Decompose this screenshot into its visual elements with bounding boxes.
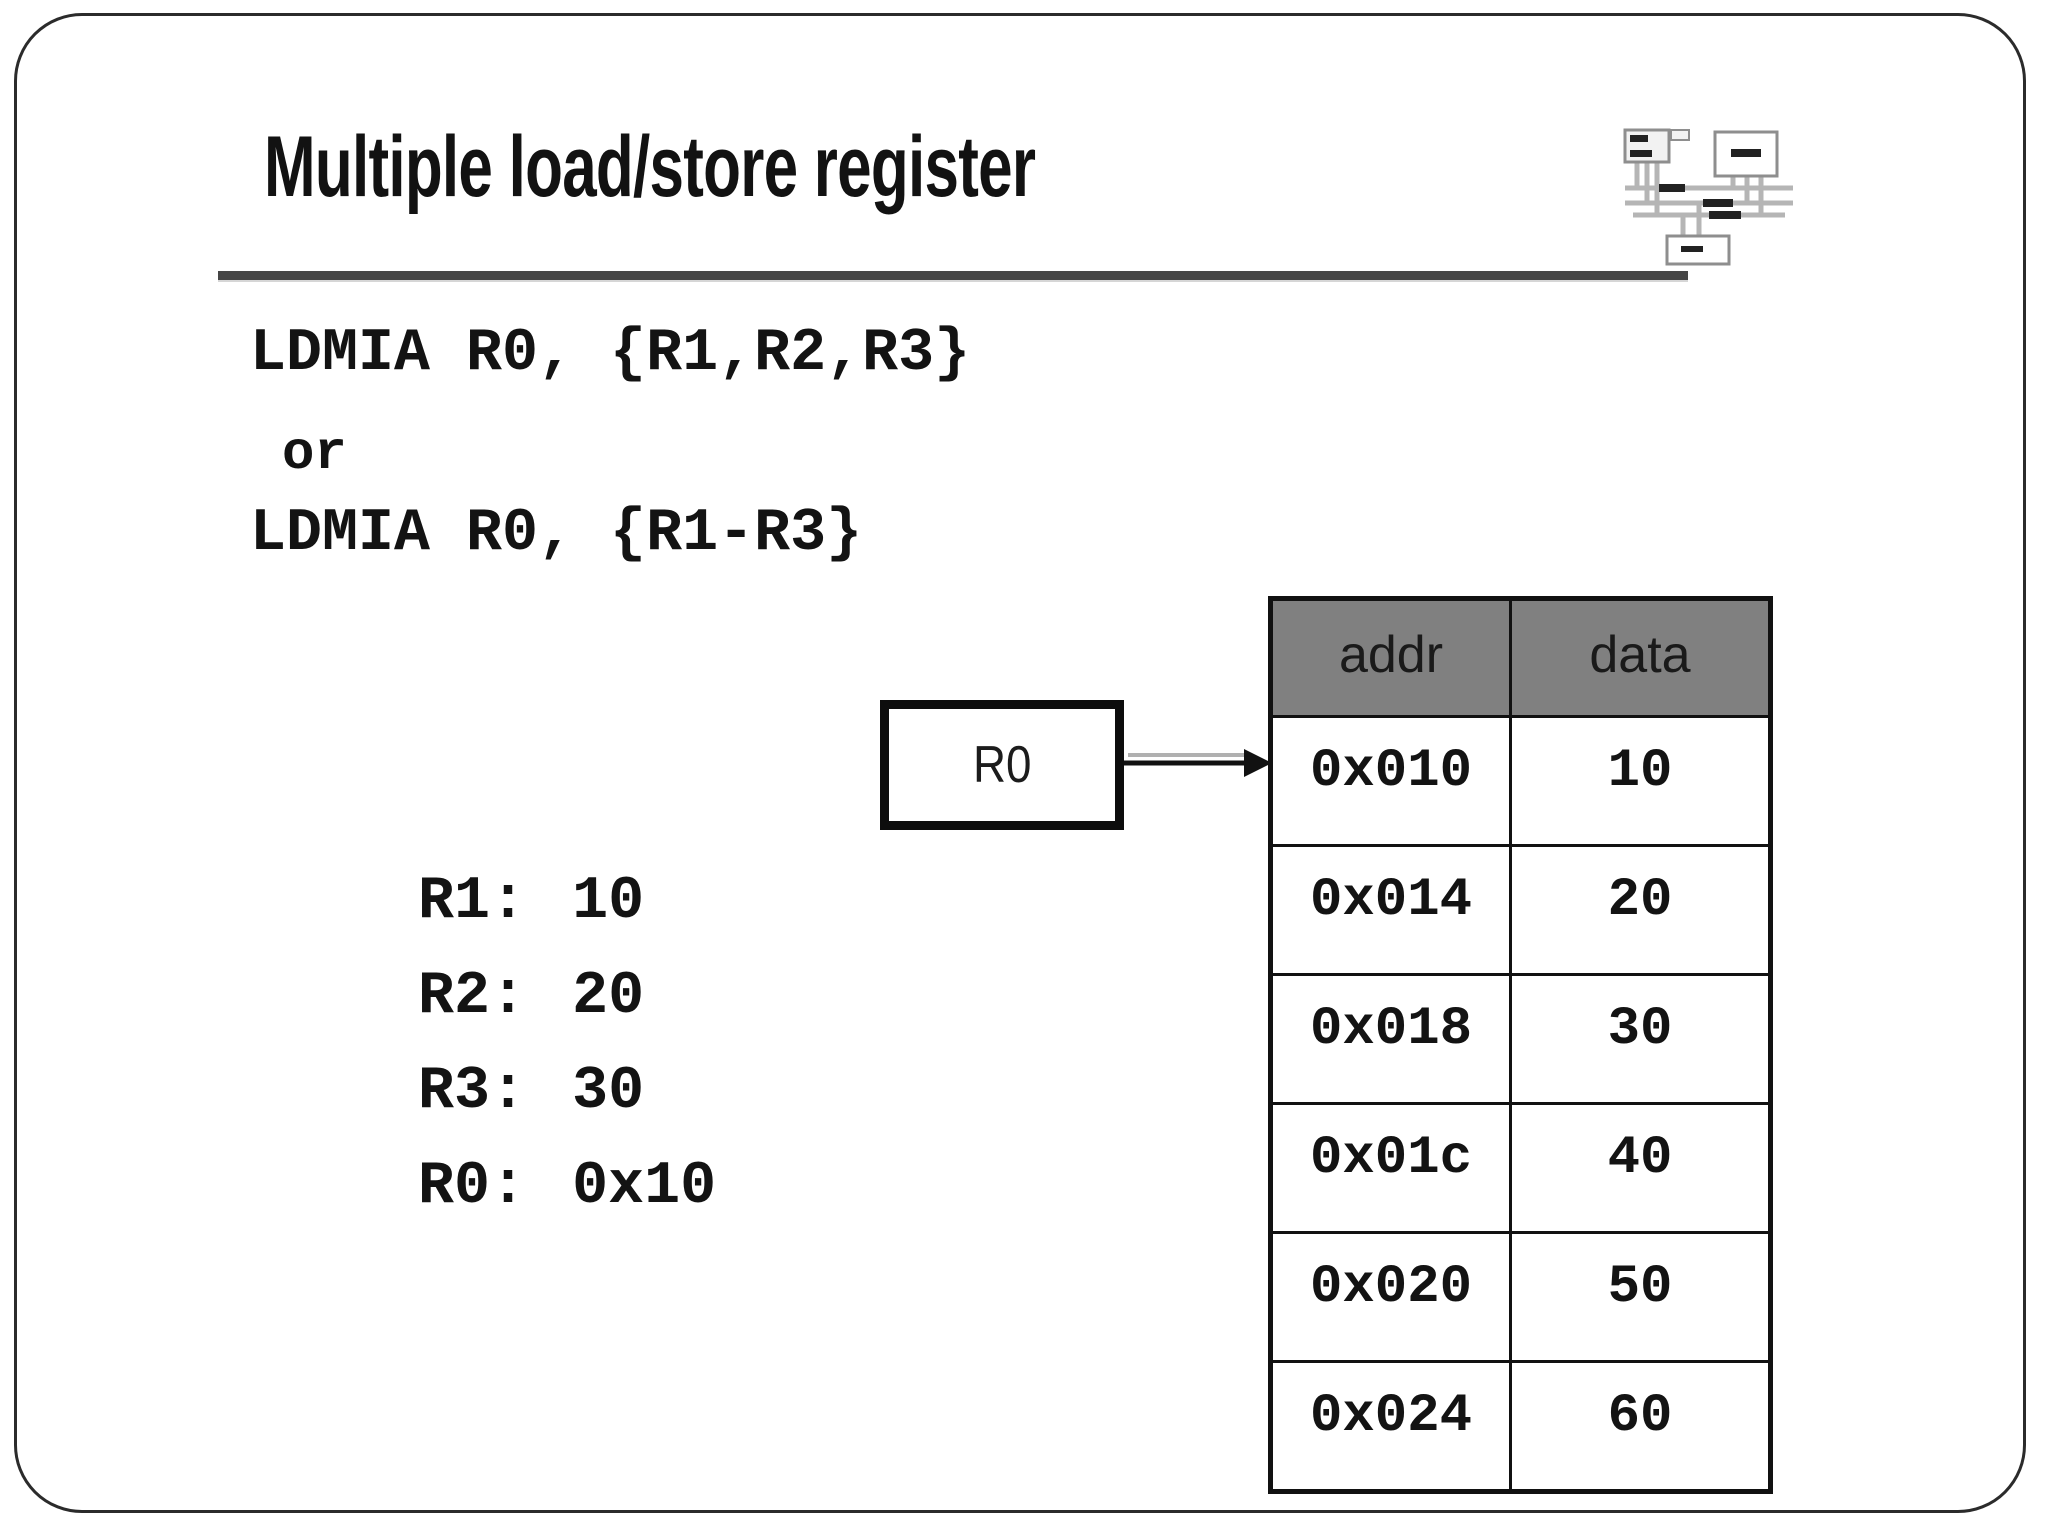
data-cell: 30 bbox=[1509, 973, 1772, 1105]
table-row: 0x024 60 bbox=[1269, 1360, 1772, 1493]
memory-table-header-addr: addr bbox=[1269, 597, 1512, 718]
register-label: R2: bbox=[418, 963, 527, 1031]
addr-cell: 0x010 bbox=[1269, 715, 1512, 847]
page-title: Multiple load/store register bbox=[264, 119, 1036, 215]
r0-to-memory-arrow bbox=[1124, 749, 1272, 777]
register-value-r3: R3: 30 bbox=[274, 990, 644, 1194]
code-ldmia-list: LDMIA R0, {R1,R2,R3} bbox=[250, 320, 971, 388]
bus-block-diagram-icon bbox=[1623, 128, 1793, 266]
data-cell: 10 bbox=[1509, 715, 1772, 847]
addr-cell: 0x024 bbox=[1269, 1360, 1512, 1493]
table-row: 0x014 20 bbox=[1269, 844, 1772, 976]
register-label: R0: bbox=[418, 1153, 527, 1221]
table-row: 0x01c 40 bbox=[1269, 1102, 1772, 1234]
memory-table: addr data 0x010 10 0x014 20 0x018 30 0x0… bbox=[1268, 596, 1773, 1494]
data-cell: 50 bbox=[1509, 1231, 1772, 1363]
addr-cell: 0x01c bbox=[1269, 1102, 1512, 1234]
title-divider bbox=[218, 271, 1688, 282]
register-value: 10 bbox=[572, 868, 645, 936]
register-value: 0x10 bbox=[572, 1153, 717, 1221]
register-value-r0: R0: 0x10 bbox=[274, 1085, 716, 1289]
register-value: 30 bbox=[572, 1058, 645, 1126]
table-row: 0x018 30 bbox=[1269, 973, 1772, 1105]
data-cell: 60 bbox=[1509, 1360, 1772, 1493]
memory-table-header-row: addr data bbox=[1269, 597, 1772, 718]
code-or-label: or bbox=[282, 424, 347, 485]
register-label: R1: bbox=[418, 868, 527, 936]
table-row: 0x020 50 bbox=[1269, 1231, 1772, 1363]
data-cell: 40 bbox=[1509, 1102, 1772, 1234]
memory-table-header-data: data bbox=[1509, 597, 1772, 718]
register-label: R3: bbox=[418, 1058, 527, 1126]
register-value-r1: R1: 10 bbox=[274, 800, 644, 1004]
addr-cell: 0x014 bbox=[1269, 844, 1512, 976]
addr-cell: 0x020 bbox=[1269, 1231, 1512, 1363]
r0-pointer-box-label: R0 bbox=[972, 736, 1032, 794]
register-value: 20 bbox=[572, 963, 645, 1031]
addr-cell: 0x018 bbox=[1269, 973, 1512, 1105]
data-cell: 20 bbox=[1509, 844, 1772, 976]
code-ldmia-range: LDMIA R0, {R1-R3} bbox=[250, 500, 863, 568]
r0-pointer-box: R0 bbox=[880, 700, 1124, 830]
table-row: 0x010 10 bbox=[1269, 715, 1772, 847]
register-value-r2: R2: 20 bbox=[274, 895, 644, 1099]
